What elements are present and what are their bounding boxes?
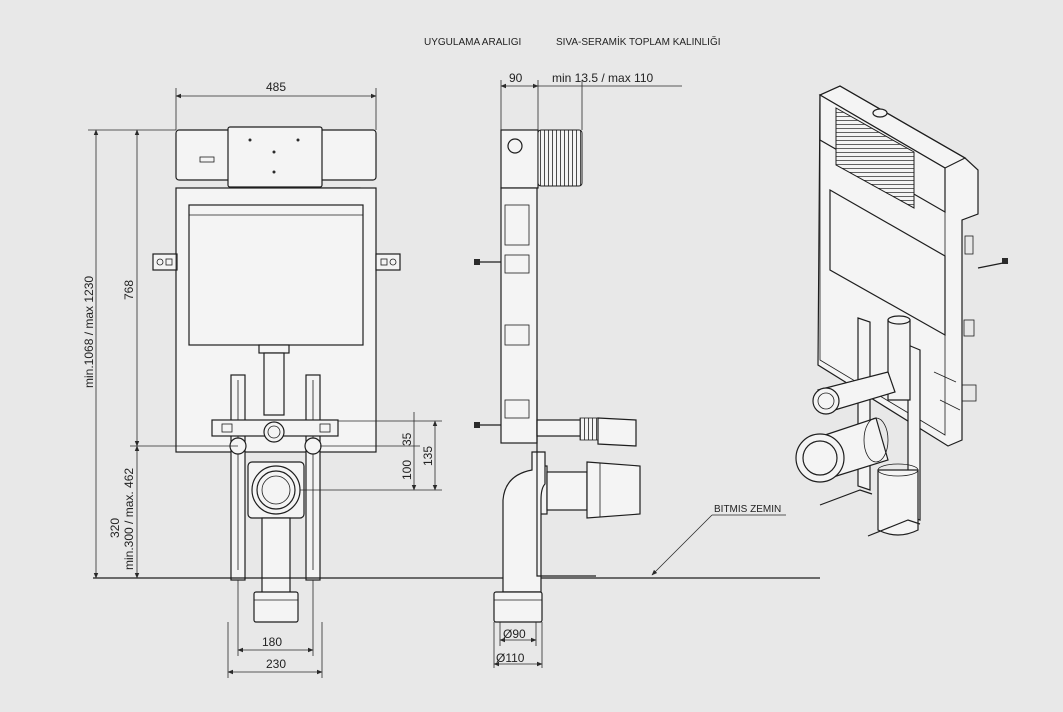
side-water-connector — [597, 417, 637, 447]
dim-frame-768: 768 — [122, 280, 136, 300]
side-floor-bracket — [536, 380, 596, 577]
iso-tank — [829, 188, 946, 337]
cistern-tank — [188, 204, 364, 346]
dim-35: 35 — [400, 432, 414, 446]
front-view: 485 min.1068 / max 1230 768 320 min.300 … — [82, 80, 820, 678]
water-inlet — [263, 421, 285, 443]
side-drain-elbow — [502, 451, 546, 593]
dim-depth-90: 90 — [509, 71, 523, 85]
isometric-view — [795, 85, 1009, 537]
dim-finish-thickness: min 13.5 / max 110 — [552, 71, 653, 85]
dim-width-485: 485 — [266, 80, 286, 94]
side-drain-outlet — [493, 591, 543, 623]
side-drain-connector — [586, 461, 641, 519]
side-view: 90 min 13.5 / max 110 Ø90 Ø110 BITMIS ZE… — [474, 71, 786, 668]
dim-135: 135 — [421, 446, 435, 466]
side-frame — [500, 187, 538, 444]
right-wall-bracket — [375, 253, 401, 271]
side-drain-pipe — [546, 471, 588, 511]
side-cistern-top — [500, 129, 539, 189]
flush-pipe — [263, 352, 285, 416]
application-range-label: UYGULAMA ARALIGI — [424, 37, 521, 48]
total-thickness-label: SIVA-SERAMİK TOPLAM KALINLIĞI — [556, 35, 721, 48]
drain-outlet — [251, 465, 301, 515]
dim-bottom-320: 320 — [108, 518, 122, 538]
dim-180: 180 — [262, 635, 282, 649]
dim-diameter-110: Ø110 — [496, 651, 525, 665]
dim-diameter-90: Ø90 — [503, 627, 526, 641]
drain-elbow — [253, 591, 299, 623]
left-wall-bracket — [152, 253, 178, 271]
flush-plate-mount — [227, 126, 323, 188]
right-stud — [304, 437, 322, 455]
side-grille — [537, 129, 583, 187]
dim-230: 230 — [266, 657, 286, 671]
dim-total-height: min.1068 / max 1230 — [82, 276, 96, 388]
floor-label: BITMIS ZEMIN — [714, 504, 781, 515]
iso-drain-pipe — [877, 469, 919, 536]
dim-bottom-range: min.300 / max. 462 — [122, 468, 136, 570]
iso-grille — [835, 107, 915, 209]
drain-pipe — [261, 517, 291, 594]
dim-100: 100 — [400, 460, 414, 480]
